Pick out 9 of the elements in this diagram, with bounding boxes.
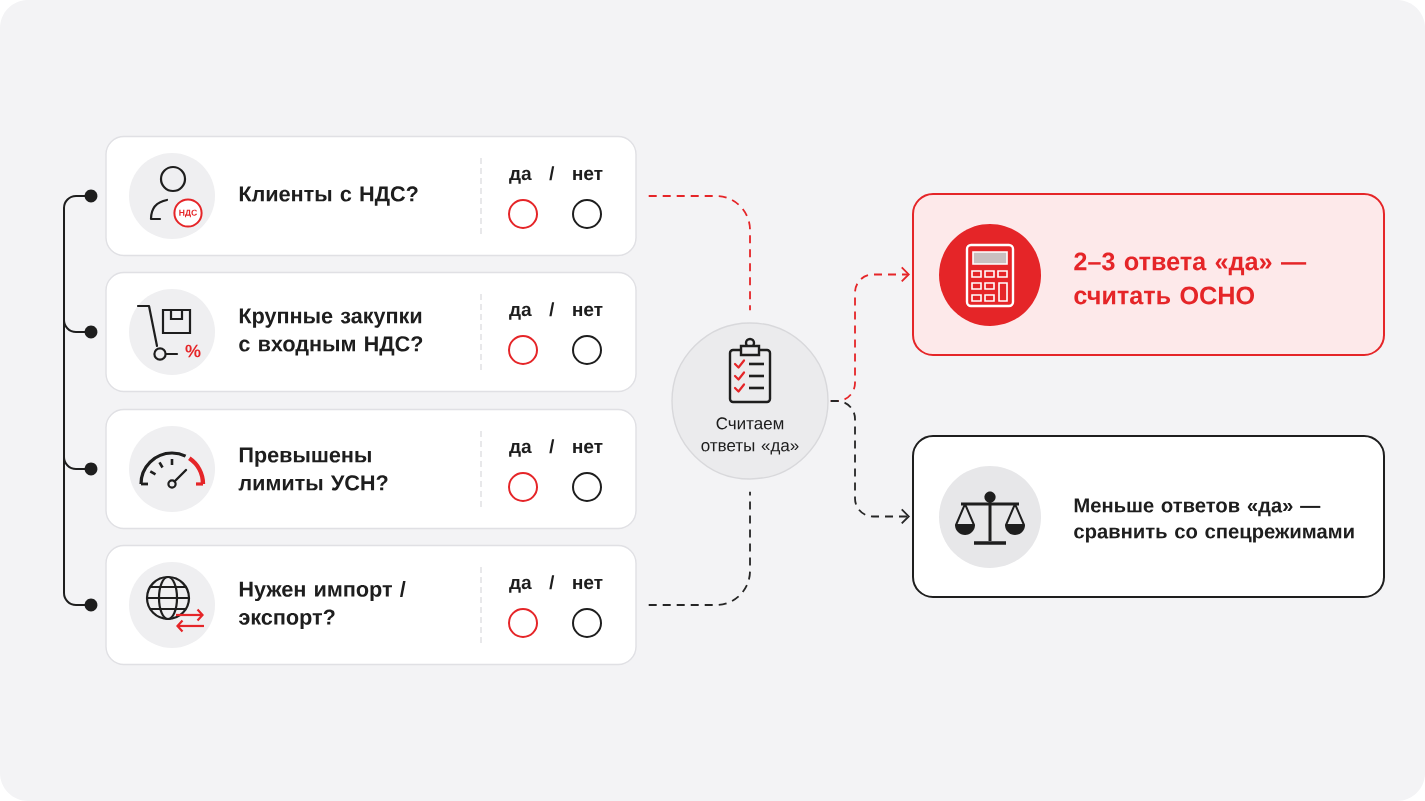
percent-sign: % [185,344,201,358]
option-labels: да / нет [509,302,603,320]
badge-text: НДС [179,209,197,218]
connector-line [647,195,751,312]
option-labels: да / нет [509,575,603,593]
connector-line [647,490,751,606]
option-labels: да / нет [509,166,603,184]
arrow [829,400,910,525]
option-labels: да / нет [509,439,603,457]
